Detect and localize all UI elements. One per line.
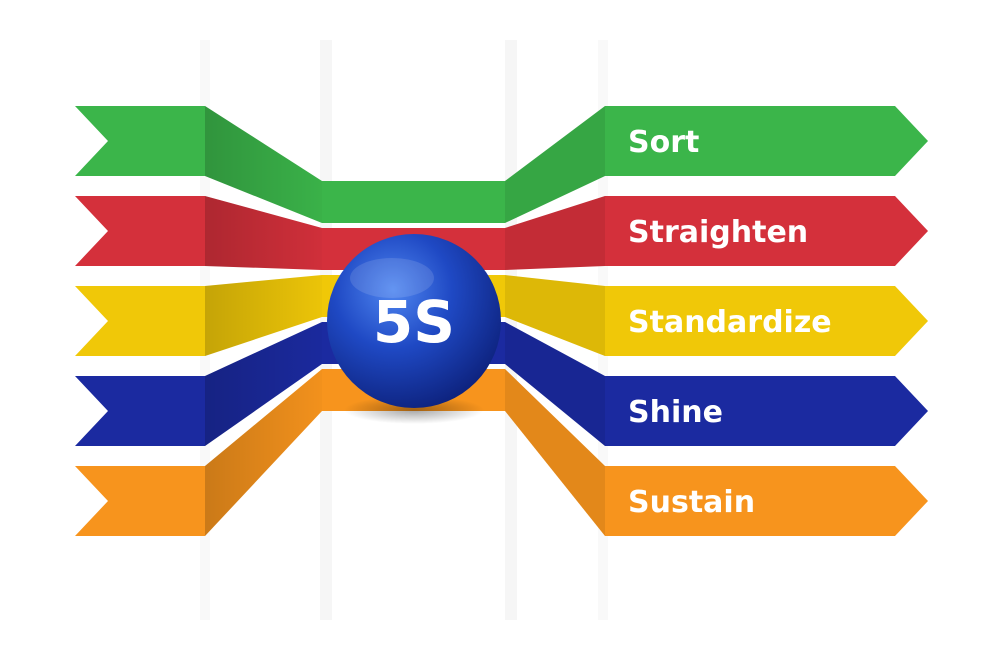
ribbon-sort: Sort: [75, 106, 928, 223]
ribbon-arrow: [605, 466, 928, 536]
ribbon-right-fold-shade: [505, 196, 605, 270]
ribbon-label: Standardize: [628, 305, 832, 340]
center-label: 5S: [373, 288, 455, 356]
ribbon-left-fold-shade: [205, 275, 322, 356]
ribbon-right-fold-shade: [505, 275, 605, 356]
ribbon-left-fold-shade: [205, 106, 322, 223]
ribbon-right-fold: [505, 275, 605, 356]
sphere-highlight: [350, 258, 434, 298]
ribbon-left-fold-shade: [205, 322, 322, 446]
ribbon-left-fold-shade: [205, 369, 322, 536]
ribbon-right-fold: [505, 322, 605, 446]
ribbon-left-tail: [75, 106, 205, 176]
ribbon-arrow: [605, 376, 928, 446]
ribbon-left-fold-shade: [205, 196, 322, 270]
ribbons: Sustain Shine Standardize Straighten Sort: [75, 106, 928, 536]
ribbon-left-tail: [75, 286, 205, 356]
ribbon-right-fold-shade: [505, 369, 605, 536]
ribbon-middle: [322, 181, 505, 223]
ribbon-left-tail: [75, 466, 205, 536]
ribbon-arrow: [605, 286, 928, 356]
ribbon-arrow: [605, 106, 928, 176]
ribbon-label: Sustain: [628, 485, 755, 520]
sphere: [327, 234, 501, 408]
ribbon-label: Shine: [628, 395, 723, 430]
ribbon-right-fold-shade: [505, 322, 605, 446]
center-sphere: 5S: [327, 234, 501, 424]
ribbon-standardize: Standardize: [75, 275, 928, 356]
ribbon-label: Sort: [628, 125, 699, 160]
sphere-shadow: [344, 396, 484, 424]
ribbon-right-fold: [505, 196, 605, 270]
ribbon-left-tail: [75, 196, 205, 266]
ribbon-label: Straighten: [628, 215, 808, 250]
ribbon-arrow: [605, 196, 928, 266]
ribbon-right-fold: [505, 369, 605, 536]
ribbon-right-fold-shade: [505, 106, 605, 223]
ribbon-right-fold: [505, 106, 605, 223]
ribbon-left-tail: [75, 376, 205, 446]
